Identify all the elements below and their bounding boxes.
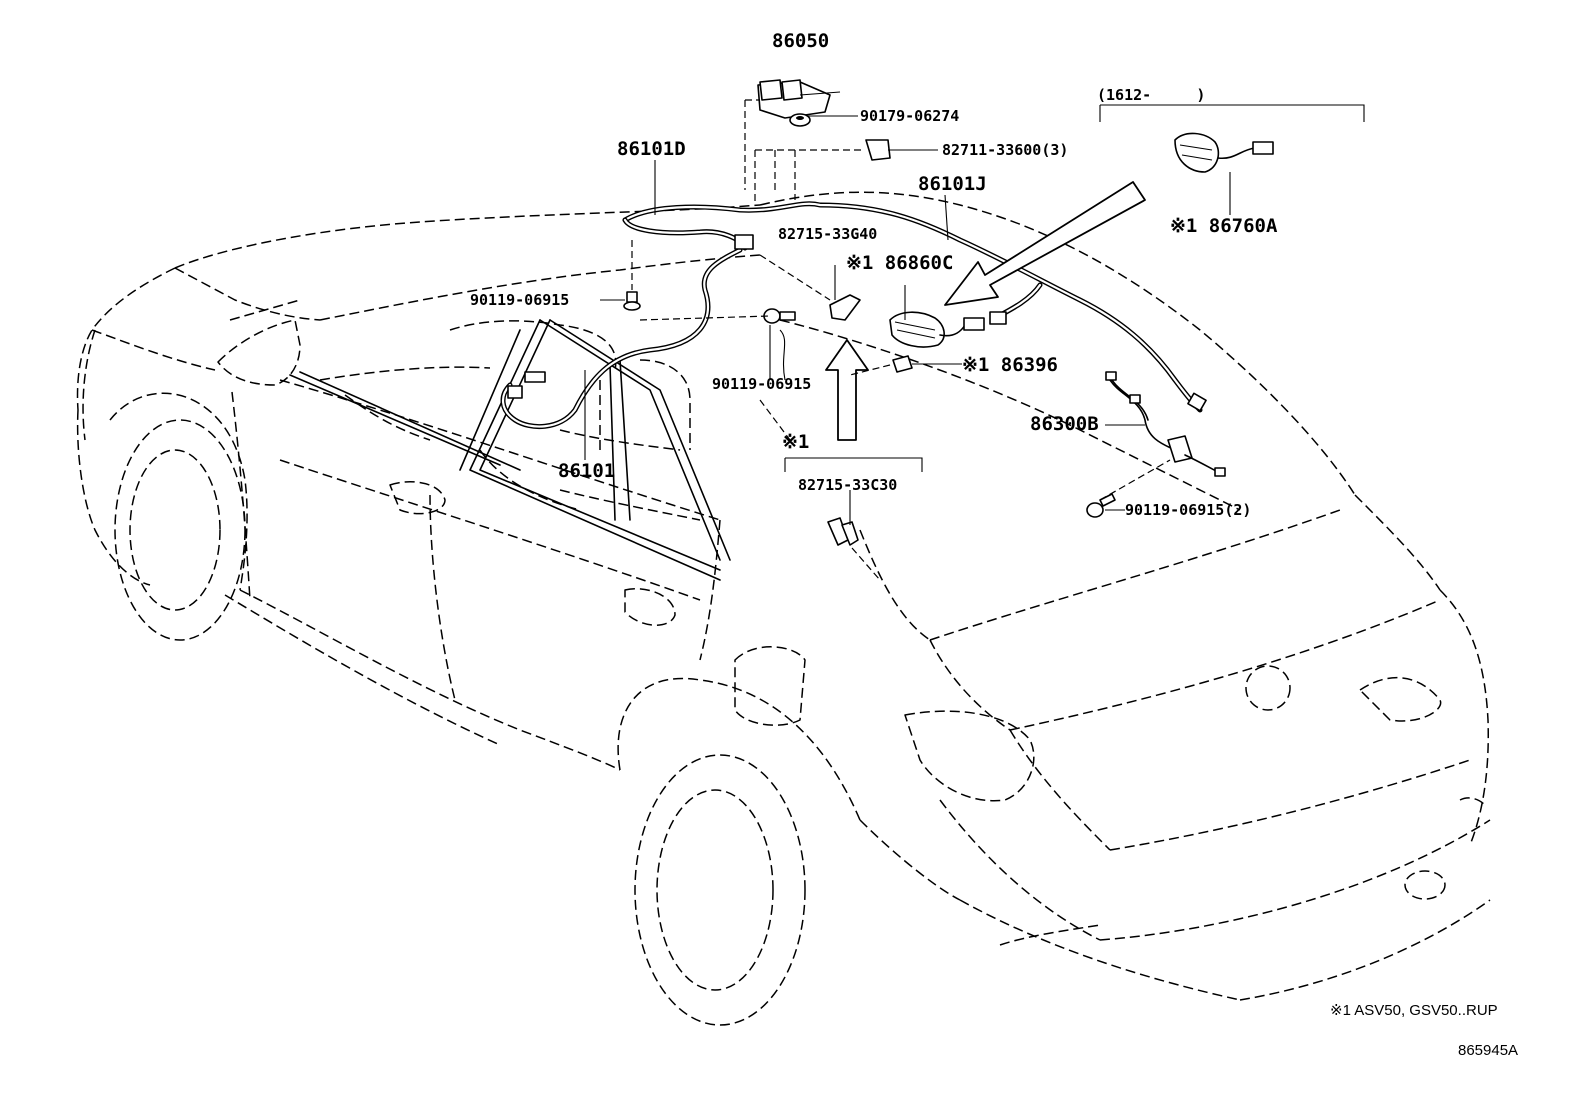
- clamp-82711: [865, 139, 891, 161]
- bolt-90119-upper: [623, 291, 641, 311]
- footnote: ※1 ASV50, GSV50..RUP: [1330, 1002, 1498, 1019]
- label-86760a: ※1 86760A: [1170, 215, 1278, 237]
- label-90119-06915-middle: 90119-06915: [712, 375, 811, 393]
- label-90179-06274: 90179-06274: [860, 107, 959, 125]
- diagram-id: 865945A: [1458, 1042, 1518, 1059]
- arrow-up: [825, 339, 869, 441]
- label-86860c: ※1 86860C: [846, 252, 953, 274]
- label-86050: 86050: [772, 30, 829, 52]
- clip-82715-g40: [829, 294, 861, 321]
- label-86396: ※1 86396: [962, 354, 1058, 376]
- label-90119-06915-upper: 90119-06915: [470, 291, 569, 309]
- clip-86396: [892, 355, 913, 373]
- antenna-86860c: [889, 311, 985, 348]
- harness-86300b: [1105, 371, 1226, 477]
- arrow-diagonal: [944, 181, 1146, 306]
- roof-wire-harness: [500, 201, 1207, 430]
- label-90119-06915-2: 90119-06915(2): [1125, 501, 1251, 519]
- ecu-86050-part: [757, 79, 841, 119]
- rear-door-frame: [289, 319, 731, 581]
- label-82715-33c30: 82715-33C30: [798, 476, 897, 494]
- leader-lines: [584, 99, 1365, 581]
- part-86760a: [1174, 132, 1274, 173]
- label-86101j: 86101J: [918, 173, 987, 195]
- label-86101d: 86101D: [617, 138, 686, 160]
- label-86300b: 86300B: [1030, 413, 1099, 435]
- car-body-outline: [76, 191, 1491, 1026]
- bolt-90119-middle: [763, 308, 796, 324]
- label-mark-1: ※1: [782, 431, 809, 453]
- bolt-90119-lower: [1086, 493, 1116, 518]
- nut-90179: [789, 113, 811, 127]
- label-82715-33g40: 82715-33G40: [778, 225, 877, 243]
- label-86101: 86101: [558, 460, 615, 482]
- label-82711-33600: 82711-33600(3): [942, 141, 1068, 159]
- clip-82715-c30: [827, 517, 859, 546]
- label-range-1612: (1612- ): [1097, 86, 1205, 104]
